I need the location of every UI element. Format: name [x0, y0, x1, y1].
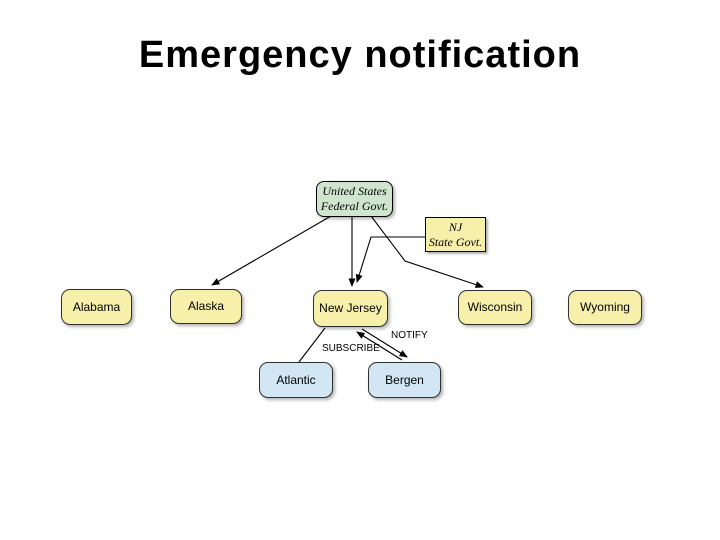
- edge-federal-to-wisconsin: [370, 215, 484, 288]
- node-label: Bergen: [385, 372, 424, 387]
- edge-bergen-to-new-jersey: [356, 331, 403, 361]
- node-label: Atlantic: [276, 372, 316, 387]
- node-label-line: United States: [322, 184, 387, 198]
- node-bergen: Bergen: [368, 362, 441, 398]
- slide-title: Emergency notification: [138, 34, 582, 76]
- node-label-line: NJ: [448, 219, 463, 234]
- node-wisconsin: Wisconsin: [458, 290, 532, 325]
- node-atlantic: Atlantic: [259, 362, 333, 398]
- node-label-line: State Govt.: [428, 234, 483, 249]
- edge-new-jersey-to-bergen: [361, 328, 408, 358]
- node-label: Wyoming: [580, 300, 630, 314]
- node-label: Alabama: [72, 299, 121, 314]
- node-alaska: Alaska: [170, 289, 242, 324]
- node-label: Wisconsin: [467, 300, 523, 314]
- node-new-jersey: New Jersey: [313, 290, 388, 327]
- node-nj-state-govt: NJ State Govt.: [425, 217, 486, 252]
- node-label: New Jersey: [319, 301, 382, 315]
- node-label: Alaska: [187, 299, 225, 313]
- node-alabama: Alabama: [61, 289, 132, 325]
- edge-nj-state-to-new-jersey: [355, 236, 425, 283]
- edge-label-notify: NOTIFY: [391, 330, 428, 341]
- node-united-states-federal-govt: United States Federal Govt.: [316, 181, 393, 217]
- edge-label-subscribe: SUBSCRIBE: [322, 343, 380, 354]
- node-wyoming: Wyoming: [568, 290, 642, 325]
- edge-federal-to-alaska: [211, 215, 332, 286]
- node-label-line: Federal Govt.: [320, 199, 389, 213]
- edge-atlantic-to-new-jersey: [298, 327, 326, 363]
